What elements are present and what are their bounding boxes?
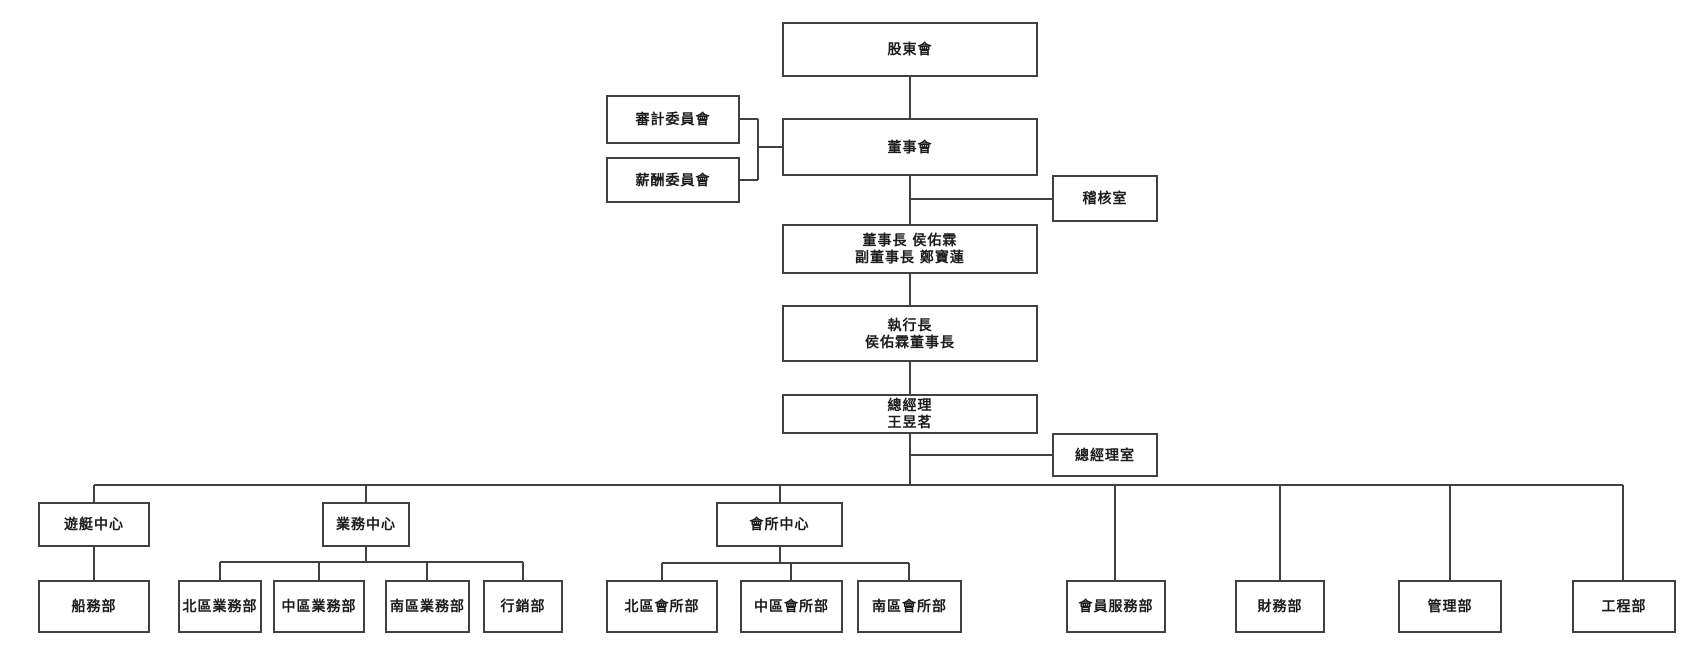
node-club-center: 會所中心 xyxy=(716,502,843,547)
node-label: 中區業務部 xyxy=(281,598,357,614)
node-label: 財務部 xyxy=(1257,598,1303,614)
node-south-business-dept: 南區業務部 xyxy=(385,580,470,633)
node-central-club-dept: 中區會所部 xyxy=(740,580,843,633)
node-label: 遊艇中心 xyxy=(64,516,124,532)
node-label: 業務中心 xyxy=(336,516,396,532)
node-label: 會員服務部 xyxy=(1078,598,1154,614)
node-north-business-dept: 北區業務部 xyxy=(178,580,262,633)
node-label-line2: 侯佑霖董事長 xyxy=(865,333,955,350)
node-label: 董事會 xyxy=(887,138,933,155)
node-finance-dept: 財務部 xyxy=(1235,580,1325,633)
node-label: 北區業務部 xyxy=(182,598,258,614)
node-label-line1: 董事長 侯佑霖 xyxy=(862,232,958,248)
node-general-manager: 總經理 王昱茗 xyxy=(782,394,1038,434)
node-label-line1: 總經理 xyxy=(887,397,933,413)
node-label-line1: 執行長 xyxy=(887,316,933,333)
node-board-of-directors: 董事會 xyxy=(782,118,1038,176)
node-shareholders-meeting: 股東會 xyxy=(782,22,1038,77)
node-label: 南區會所部 xyxy=(872,598,947,614)
node-gm-office: 總經理室 xyxy=(1052,433,1158,477)
node-label: 總經理室 xyxy=(1075,446,1135,463)
node-audit-office: 稽核室 xyxy=(1052,175,1158,222)
node-label: 工程部 xyxy=(1601,598,1647,614)
node-audit-committee: 審計委員會 xyxy=(606,95,740,144)
node-north-club-dept: 北區會所部 xyxy=(606,580,718,633)
node-south-club-dept: 南區會所部 xyxy=(857,580,962,633)
node-label: 行銷部 xyxy=(500,598,546,614)
node-label: 中區會所部 xyxy=(754,598,829,614)
node-ceo: 執行長 侯佑霖董事長 xyxy=(782,305,1038,362)
node-label: 審計委員會 xyxy=(635,111,711,127)
node-label: 管理部 xyxy=(1427,598,1473,614)
node-shipping-dept: 船務部 xyxy=(38,580,150,633)
node-label: 稽核室 xyxy=(1082,190,1128,206)
node-marketing-dept: 行銷部 xyxy=(483,580,563,633)
node-central-business-dept: 中區業務部 xyxy=(273,580,365,633)
node-label: 會所中心 xyxy=(749,516,810,532)
node-chairman: 董事長 侯佑霖 副董事長 鄭寶蓮 xyxy=(782,224,1038,274)
node-management-dept: 管理部 xyxy=(1398,580,1502,633)
node-member-service-dept: 會員服務部 xyxy=(1066,580,1166,633)
node-label: 北區會所部 xyxy=(624,598,700,614)
node-label-line2: 副董事長 鄭寶蓮 xyxy=(855,249,965,265)
node-label: 南區業務部 xyxy=(390,598,465,614)
node-label: 薪酬委員會 xyxy=(635,171,711,188)
node-compensation-committee: 薪酬委員會 xyxy=(606,157,740,203)
node-label: 船務部 xyxy=(71,598,117,614)
node-label-line2: 王昱茗 xyxy=(887,414,933,430)
node-yacht-center: 遊艇中心 xyxy=(38,502,150,547)
node-label: 股東會 xyxy=(887,41,933,57)
node-engineering-dept: 工程部 xyxy=(1572,580,1676,633)
node-business-center: 業務中心 xyxy=(322,502,410,547)
